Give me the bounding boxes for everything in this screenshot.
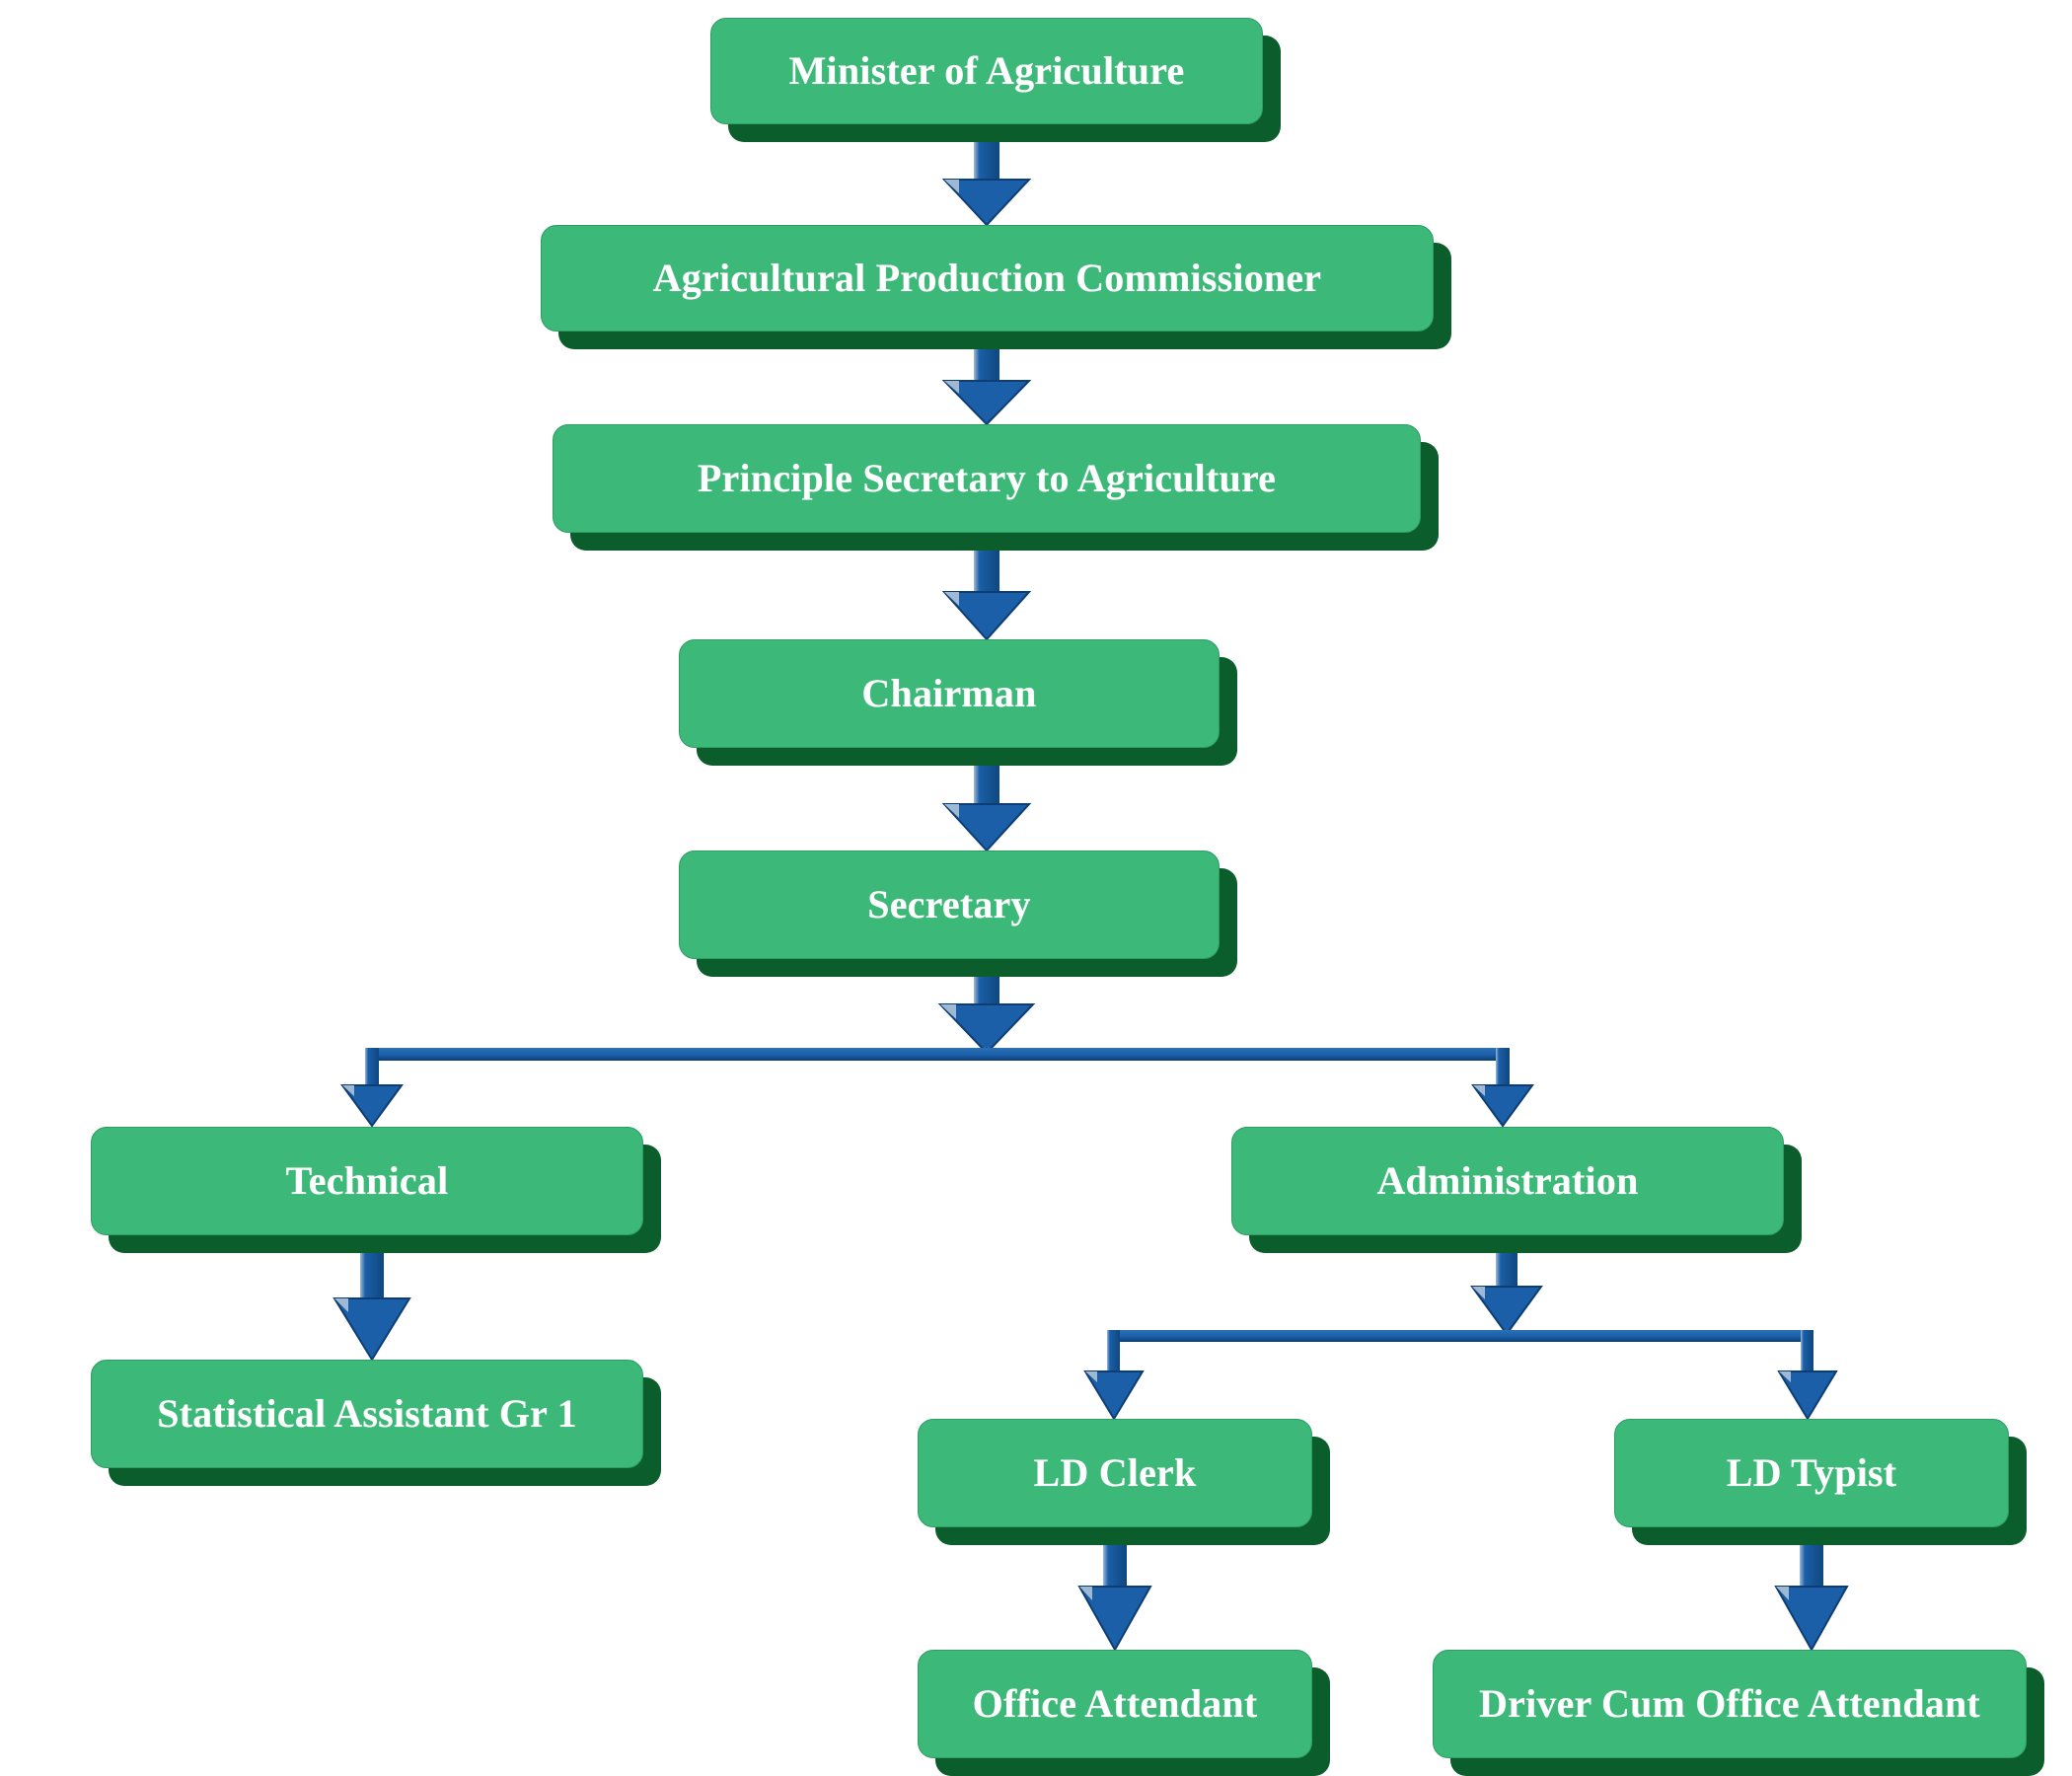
node-label: Technical: [285, 1158, 449, 1203]
node-label: Chairman: [861, 671, 1037, 715]
node-label: Principle Secretary to Agriculture: [697, 456, 1277, 500]
node-minister-of-agriculture[interactable]: Minister of Agriculture: [710, 18, 1263, 124]
node-secretary[interactable]: Secretary: [679, 851, 1220, 959]
node-label: Driver Cum Office Attendant: [1479, 1681, 1980, 1726]
edge-admin-branch: [1083, 1235, 1838, 1421]
node-ld-clerk[interactable]: LD Clerk: [918, 1419, 1312, 1527]
edge-secretary-branch: [340, 959, 1534, 1128]
node-agricultural-production-commissioner[interactable]: Agricultural Production Commissioner: [541, 225, 1434, 332]
node-office-attendant[interactable]: Office Attendant: [918, 1650, 1312, 1758]
node-statistical-assistant-gr-1[interactable]: Statistical Assistant Gr 1: [91, 1360, 643, 1468]
node-technical[interactable]: Technical: [91, 1127, 643, 1235]
edge-ldtypist-to-driveratt: [1774, 1527, 1849, 1653]
node-label: Secretary: [867, 882, 1031, 926]
node-chairman[interactable]: Chairman: [679, 639, 1220, 748]
node-label: Statistical Assistant Gr 1: [157, 1391, 577, 1436]
node-label: Office Attendant: [972, 1681, 1258, 1726]
node-label: LD Clerk: [1033, 1450, 1197, 1495]
node-label: Agricultural Production Commissioner: [652, 256, 1322, 300]
node-label: Administration: [1376, 1158, 1639, 1203]
node-administration[interactable]: Administration: [1231, 1127, 1784, 1235]
node-driver-cum-office-attendant[interactable]: Driver Cum Office Attendant: [1433, 1650, 2027, 1758]
node-label: LD Typist: [1726, 1450, 1897, 1495]
node-ld-typist[interactable]: LD Typist: [1614, 1419, 2009, 1527]
node-label: Minister of Agriculture: [788, 48, 1185, 93]
edge-technical-to-statassist: [333, 1235, 411, 1362]
edge-ldclerk-to-officeatt: [1077, 1527, 1152, 1653]
node-principle-secretary-to-agriculture[interactable]: Principle Secretary to Agriculture: [553, 424, 1421, 533]
